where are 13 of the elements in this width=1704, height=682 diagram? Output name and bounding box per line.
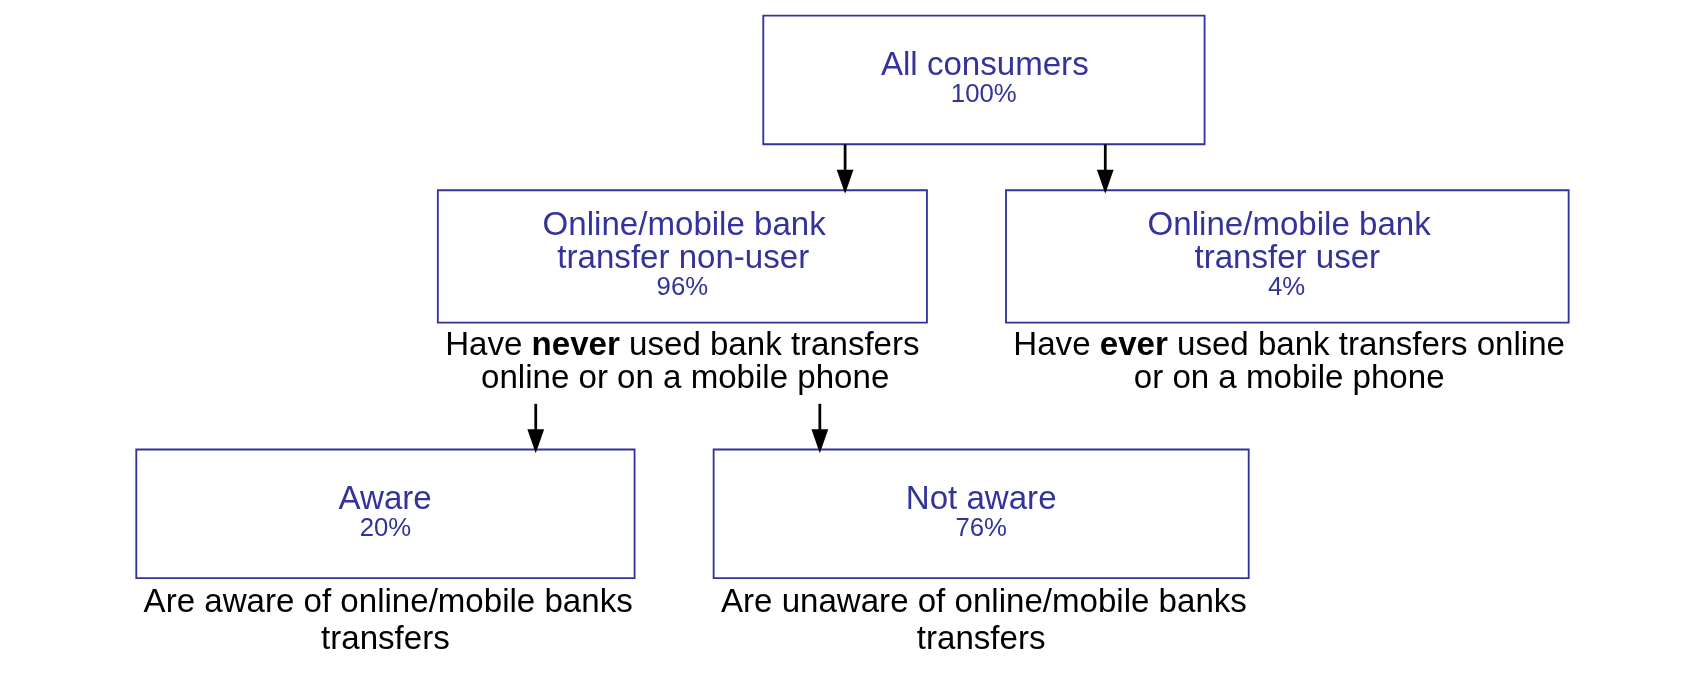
- node-label: Have never used bank transfers online or on a mobile phone: [445, 324, 920, 395]
- node-box: Not aware 76%: [712, 448, 1250, 580]
- arrow: [1096, 144, 1114, 194]
- node-label: Are aware of online/mobile banks transfers: [143, 582, 633, 656]
- arrow: [811, 403, 829, 454]
- node-box: Online/mobile bank transfer user 4%: [1005, 189, 1570, 324]
- node-box: All consumers 100%: [762, 14, 1206, 146]
- arrow: [527, 403, 545, 454]
- node-box: Online/mobile bank transfer non-user 96%: [436, 189, 928, 324]
- node-box: Aware 20%: [135, 448, 636, 580]
- node-label: Are unaware of online/mobile banks transfers: [720, 582, 1247, 656]
- node-label: Have ever used bank transfers online or on a mobile phone: [1013, 324, 1565, 395]
- arrow: [836, 144, 854, 194]
